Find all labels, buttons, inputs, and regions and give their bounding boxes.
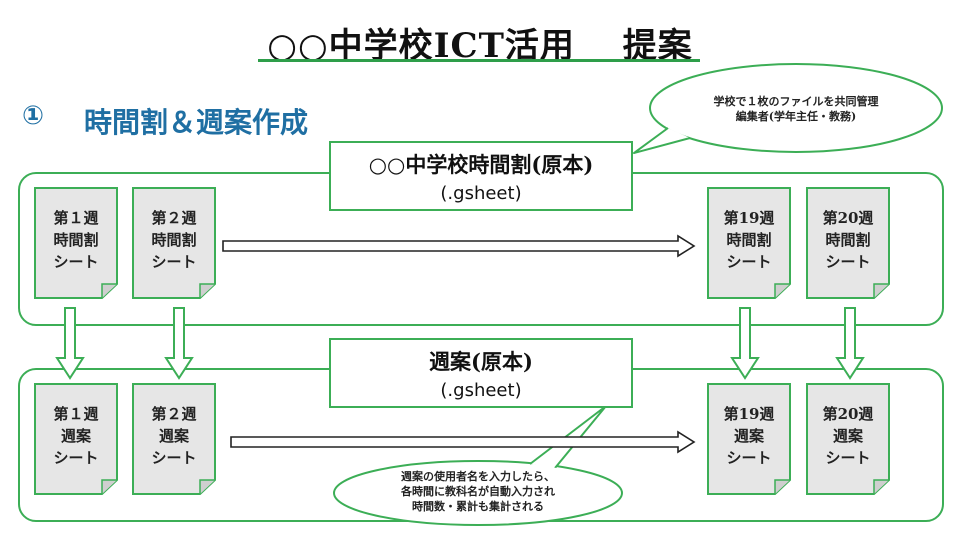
sheet-icon (707, 383, 791, 495)
sheet-word: シート (151, 449, 197, 467)
sheet-icon (806, 383, 890, 495)
weekly-sheet-week2: 第２週 週案 シート (132, 383, 216, 495)
sheet-week: 第19週 (723, 405, 775, 423)
sheet-type: 週案 (832, 427, 863, 445)
sheet-type: 週案 (60, 427, 91, 445)
sheet-word: シート (53, 253, 99, 271)
section-number: ① (22, 101, 45, 131)
arrow-down-4 (835, 307, 865, 380)
weekly-ext: (.gsheet) (440, 380, 522, 401)
section-title: 時間割＆週案作成 (84, 106, 309, 139)
arrow-down-2 (164, 307, 194, 380)
sheet-word: シート (726, 253, 772, 271)
sheet-type: 週案 (158, 427, 189, 445)
weekly-sheet-week1: 第１週 週案 シート (34, 383, 118, 495)
sheet-word: シート (825, 253, 871, 271)
weekly-label: 週案(原本) (429, 349, 533, 374)
callout-bottom-line3: 時間数・累計も集計される (412, 500, 544, 513)
timetable-label-box: ○○中学校時間割(原本) (.gsheet) (329, 141, 633, 211)
timetable-sheet-week20: 第20週 時間割 シート (806, 187, 890, 299)
callout-bottom-text: 週案の使用者名を入力したら、 各時間に教科名が自動入力され 時間数・累計も集計さ… (346, 469, 610, 514)
sheet-type: 時間割 (825, 231, 871, 249)
sheet-type: 時間割 (726, 231, 772, 249)
callout-top-line1: 学校で１枚のファイルを共同管理 (713, 95, 879, 108)
arrow-horizontal-bottom (230, 430, 696, 454)
callout-top-text: 学校で１枚のファイルを共同管理 編集者(学年主任・教務) (660, 94, 932, 124)
weekly-label-box: 週案(原本) (.gsheet) (329, 338, 633, 408)
sheet-icon (34, 383, 118, 495)
sheet-word: シート (825, 449, 871, 467)
timetable-sheet-week1: 第１週 時間割 シート (34, 187, 118, 299)
sheet-type: 週案 (733, 427, 764, 445)
sheet-icon (34, 187, 118, 299)
sheet-type: 時間割 (53, 231, 99, 249)
title-underline (258, 59, 700, 62)
callout-bottom-line1: 週案の使用者名を入力したら、 (401, 470, 555, 483)
weekly-sheet-week19: 第19週 週案 シート (707, 383, 791, 495)
timetable-label: ○○中学校時間割(原本) (368, 152, 594, 177)
sheet-icon (132, 383, 216, 495)
sheet-week: 第１週 (53, 209, 99, 227)
arrow-down-1 (55, 307, 85, 380)
sheet-week: 第１週 (53, 405, 99, 423)
callout-top-line2: 編集者(学年主任・教務) (735, 110, 857, 123)
timetable-sheet-week2: 第２週 時間割 シート (132, 187, 216, 299)
sheet-word: シート (53, 449, 99, 467)
sheet-icon (806, 187, 890, 299)
timetable-sheet-week19: 第19週 時間割 シート (707, 187, 791, 299)
sheet-word: シート (151, 253, 197, 271)
sheet-week: 第20週 (822, 405, 874, 423)
sheet-week: 第２週 (151, 405, 197, 423)
timetable-ext: (.gsheet) (440, 183, 522, 204)
sheet-week: 第20週 (822, 209, 874, 227)
sheet-week: 第２週 (151, 209, 197, 227)
sheet-word: シート (726, 449, 772, 467)
arrow-horizontal-top (222, 234, 696, 258)
arrow-down-3 (730, 307, 760, 380)
sheet-icon (707, 187, 791, 299)
sheet-week: 第19週 (723, 209, 775, 227)
weekly-sheet-week20: 第20週 週案 シート (806, 383, 890, 495)
sheet-icon (132, 187, 216, 299)
callout-bottom-line2: 各時間に教科名が自動入力され (401, 485, 555, 498)
sheet-type: 時間割 (151, 231, 197, 249)
callout-top-bubble (633, 63, 943, 154)
